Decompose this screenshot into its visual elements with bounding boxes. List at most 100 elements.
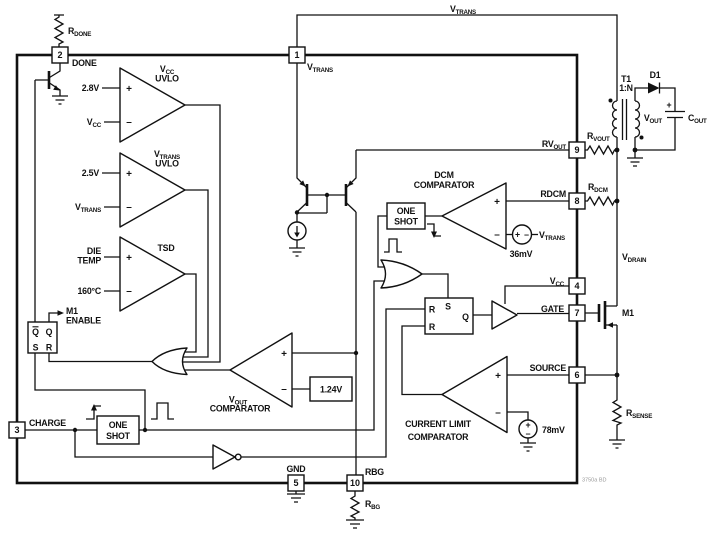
d1-label: D1 <box>650 70 661 80</box>
vcc-pin-label: VCC <box>550 276 565 288</box>
ref-1v24-label: 1.24V <box>320 385 342 395</box>
rising-edge-glyph <box>86 405 101 420</box>
input-stubs <box>102 87 120 292</box>
pin-6 <box>568 366 586 384</box>
rdcm-res-label: RDCM <box>588 182 608 194</box>
main-latch <box>424 297 474 335</box>
pin-3 <box>8 421 26 439</box>
pin-5-number: 5 <box>293 478 298 488</box>
pin-3-number: 3 <box>14 425 19 435</box>
svg-text:SHOT: SHOT <box>394 217 418 227</box>
t1-core <box>621 99 628 140</box>
ilim-gnd <box>520 438 536 452</box>
d1-diode <box>648 82 660 94</box>
inverter-bubble <box>234 453 242 461</box>
or-gate-main <box>151 347 188 376</box>
pin-7-number: 7 <box>574 308 579 318</box>
rsense-gnd <box>609 439 625 449</box>
in-2v5: 2.5V <box>82 168 100 178</box>
done-bjt-arrow <box>53 85 60 91</box>
gates <box>27 67 518 470</box>
vout-comp-name1: VOUT <box>229 395 248 407</box>
svg-text:Q: Q <box>462 312 469 322</box>
rsense-resistor <box>611 398 623 440</box>
falling-edge-glyph <box>427 223 441 237</box>
rbg-res-label: RBG <box>365 499 380 511</box>
vtrans-top-wire <box>296 14 618 101</box>
vcc-uvlo-name1: VCC <box>160 64 175 76</box>
src-36mv-label: 36mV <box>510 249 533 259</box>
rbg-resistor <box>346 491 364 529</box>
rvout-pin-label: RVOUT <box>542 139 567 151</box>
svg-text:+: + <box>126 253 132 264</box>
svg-text:+: + <box>126 169 132 180</box>
done-bjt-gnd <box>52 95 68 105</box>
latch-r1-wire <box>241 308 425 458</box>
vtrans-top-label: VTRANS <box>450 4 476 16</box>
svg-text:–: – <box>495 408 501 419</box>
vtrans-pin-label: VTRANS <box>307 62 333 74</box>
ref-1v24 <box>309 376 353 402</box>
svg-text:–: – <box>126 286 132 297</box>
done-label: DONE <box>72 58 97 68</box>
svg-text:S: S <box>33 343 39 353</box>
rvout-resistor <box>585 144 617 156</box>
ratio-label: 1:N <box>619 83 633 93</box>
svg-text:–: – <box>126 117 132 128</box>
wires <box>25 14 685 529</box>
svg-text:+: + <box>494 197 500 208</box>
svg-text:ONE: ONE <box>397 206 416 216</box>
vtrans-uvlo-comparator <box>119 152 186 228</box>
svg-text:–: – <box>281 384 287 395</box>
dcm-oneshot-wire <box>377 215 387 268</box>
m1-enable-line1: M1 <box>66 306 78 316</box>
latch-r2-wire <box>401 325 442 396</box>
pin-9 <box>568 141 586 159</box>
or-gate-small <box>380 259 423 289</box>
src-vtrans-label: VTRANS <box>539 230 565 242</box>
pin-4 <box>568 277 586 295</box>
pin-boxes <box>8 46 586 492</box>
vout-comparator <box>229 332 293 408</box>
ilim-name1: CURRENT LIMIT <box>405 419 472 429</box>
vout-comp-name2: COMPARATOR <box>210 404 271 414</box>
cout-plus: + <box>667 100 672 110</box>
pin-8 <box>568 192 586 210</box>
vout-label: VOUT <box>644 113 663 125</box>
tsd-name: TSD <box>158 243 175 253</box>
rdone-resistor <box>53 14 65 47</box>
tsd-out <box>181 273 197 353</box>
m1-enable-wire <box>48 312 58 322</box>
in-160c: 160°C <box>77 286 101 296</box>
vcc-uvlo-comparator <box>119 67 186 143</box>
labels: 2 1 9 8 4 7 6 3 5 10 VTRANS DONE VTRANS … <box>14 4 707 511</box>
done-latch-r-wire <box>48 353 152 363</box>
vdrain-label: VDRAIN <box>622 252 647 264</box>
svg-text:+: + <box>515 230 520 240</box>
pulse-glyph-2 <box>151 402 174 420</box>
svg-text:Q: Q <box>32 327 39 337</box>
inverter <box>212 444 236 470</box>
pin-2-number: 2 <box>57 50 62 60</box>
charge-label: CHARGE <box>29 418 66 428</box>
svg-text:–: – <box>494 230 500 241</box>
vcc-uvlo-name2: UVLO <box>155 74 179 84</box>
current-limit-comparator <box>441 355 508 434</box>
ilim-minus-wire <box>507 411 529 420</box>
pin-6-number: 6 <box>574 370 579 380</box>
source-label: SOURCE <box>530 363 567 373</box>
gate-label: GATE <box>541 304 564 314</box>
pin-9-number: 9 <box>574 145 579 155</box>
pin-8-number: 8 <box>574 196 579 206</box>
pin-7 <box>568 304 586 322</box>
pin-4-number: 4 <box>574 281 579 291</box>
done-bjt-wires <box>35 63 61 96</box>
gate-driver <box>491 300 518 330</box>
in-die: DIE <box>87 246 101 256</box>
secondary-gnd <box>627 150 643 167</box>
pin5-gnd <box>287 491 305 503</box>
done-latch-s-wire <box>34 353 146 430</box>
svg-text:R: R <box>429 322 436 332</box>
m1-stubs <box>585 305 617 326</box>
